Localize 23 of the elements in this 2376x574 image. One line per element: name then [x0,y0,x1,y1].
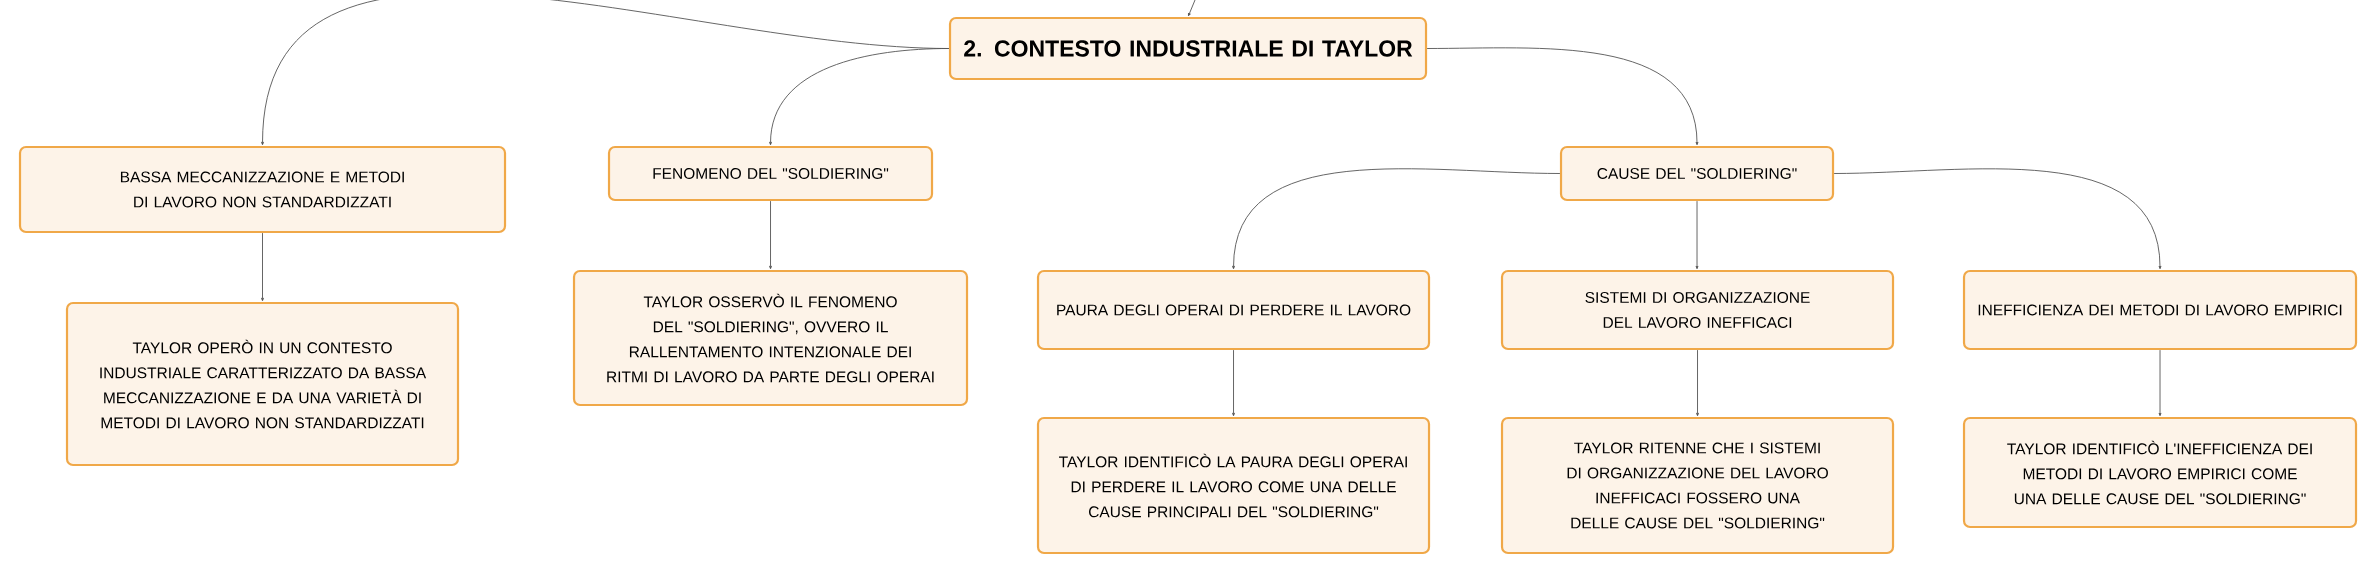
connector [769,48,950,146]
connector [1696,349,1699,417]
concept-box: TAYLOR IDENTIFICÒ LA PAURA DEGLI OPERAI DI PERDERE IL LAVORO COME UNA DELLE CAUSE PRINCIPALI DEL "SOLDIERING" [1036,416,1431,555]
concept-box: TAYLOR RITENNE CHE I SISTEMI DI ORGANIZZAZIONE DEL LAVORO INEFFICACI FOSSERO UNA DELLE CAUSE DEL "SOLDIERING" [1500,416,1895,555]
concept-box: PAURA DEGLI OPERAI DI PERDERE IL LAVORO [1036,269,1431,351]
concept-box: TAYLOR OSSERVÒ IL FENOMENO DEL "SOLDIERING", OVVERO IL RALLENTAMENTO INTENZIONALE DEI RITMI DI LAVORO DA PARTE DEGLI OPERAI [572,269,969,407]
connector [1695,200,1699,270]
concept-box: CAUSE DEL "SOLDIERING" [1559,145,1835,202]
connector [261,232,264,302]
connector [1426,47,1699,146]
concept-box: SISTEMI DI ORGANIZZAZIONE DEL LAVORO INEFFICACI [1500,269,1895,351]
connector [769,200,772,270]
concept-box: BASSA MECCANIZZAZIONE E METODI DI LAVORO NON STANDARDIZZATI [18,145,507,234]
concept-box: FENOMENO DEL "SOLDIERING" [607,145,934,202]
connector [1232,349,1235,417]
concept-box: TAYLOR OPERÒ IN UN CONTESTO INDUSTRIALE CARATTERIZZATO DA BASSA MECCANIZZAZIONE E DA UNA VARIETÀ DI METODI DI LAVORO NON STANDARDIZZATI [65,301,460,467]
connector [1232,168,1561,270]
concept-box: INEFFICIENZA DEI METODI DI LAVORO EMPIRICI [1962,269,2358,351]
connector [2158,349,2162,417]
topic-box: 2. CONTESTO INDUSTRIALE DI TAYLOR [948,16,1428,81]
connector [1833,168,2162,270]
concept-box: TAYLOR IDENTIFICÒ L'INEFFICIENZA DEI METODI DI LAVORO EMPIRICI COME UNA DELLE CAUSE DEL "SOLDIERING" [1962,416,2358,529]
connector [1188,0,1196,17]
